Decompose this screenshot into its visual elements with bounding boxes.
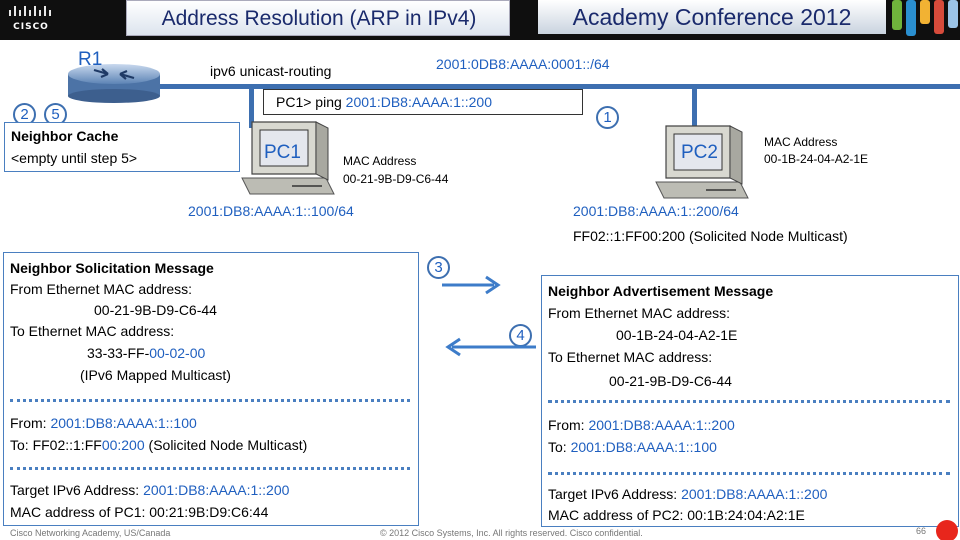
ping-target: 2001:DB8:AAAA:1::200 [345,94,492,110]
ns-title: Neighbor Solicitation Message [10,260,214,276]
ns-mac-of-pc1: MAC address of PC1: 00:21:9B:D9:C6:44 [10,504,269,520]
ns-from-ip-label: From: [10,415,51,431]
pc2-label: PC2 [681,142,718,163]
na-target-line: Target IPv6 Address: 2001:DB8:AAAA:1::20… [548,485,827,504]
na-title: Neighbor Advertisement Message [548,283,774,299]
pc1-ipv6: 2001:DB8:AAAA:1::100/64 [188,203,354,219]
ns-to-mac-prefix: 33-33-FF- [87,345,150,361]
footer-copyright: © 2012 Cisco Systems, Inc. All rights re… [380,528,643,538]
routing-command: ipv6 unicast-routing [210,63,332,79]
network-link [148,84,960,89]
title-box: Address Resolution (ARP in IPv4) [126,0,510,36]
ns-target-line: Target IPv6 Address: 2001:DB8:AAAA:1::20… [10,481,289,500]
pc2-mac-label: MAC Address [764,135,838,149]
ns-separator-2 [10,467,410,470]
pc1-label: PC1 [264,142,301,163]
page-title: Address Resolution (ARP in IPv4) [161,7,477,30]
ping-prompt: PC1> ping [276,94,346,110]
ns-to-mac-label: To Ethernet MAC address: [10,323,175,339]
neighbor-advertisement-panel: Neighbor Advertisement Message From Ethe… [541,275,959,527]
na-from-mac: 00-1B-24-04-A2-1E [616,327,738,343]
pc2-computer-icon [655,125,749,199]
neighbor-solicitation-panel: Neighbor Solicitation Message From Ether… [3,252,419,526]
ns-separator-1 [10,399,410,402]
network-prefix: 2001:0DB8:AAAA:0001::/64 [436,56,610,72]
ping-command-box: PC1> ping 2001:DB8:AAAA:1::200 [263,89,583,115]
na-target-label: Target IPv6 Address: [548,486,682,502]
pc2-drop-link [692,88,697,130]
na-from-ip-line: From: 2001:DB8:AAAA:1::200 [548,416,735,435]
na-to-mac-label: To Ethernet MAC address: [548,349,713,365]
na-target-ip: 2001:DB8:AAAA:1::200 [681,486,828,502]
pc1-mac: 00-21-9B-D9-C6-44 [343,172,449,186]
ns-to-mac-suffix: 00-02-00 [149,345,206,361]
ns-target-ip: 2001:DB8:AAAA:1::200 [143,482,290,498]
conference-box: Academy Conference 2012 [538,0,886,34]
neighbor-cache-panel: Neighbor Cache <empty until step 5> [4,122,240,172]
step-badge-1: 1 [596,106,619,129]
na-from-ip-label: From: [548,417,589,433]
arrow-right-icon [442,275,501,295]
pc1-mac-label: MAC Address [343,154,417,168]
na-to-ip-label: To: [548,439,571,455]
ns-to-mac-note: (IPv6 Mapped Multicast) [80,367,231,383]
ns-to-ip-line: To: FF02::1:FF00:200 (Solicited Node Mul… [10,436,307,455]
ping-command: PC1> ping 2001:DB8:AAAA:1::200 [276,94,492,110]
neighbor-cache-value: <empty until step 5> [11,150,138,166]
ns-target-label: Target IPv6 Address: [10,482,144,498]
ns-from-mac-label: From Ethernet MAC address: [10,281,193,297]
neighbor-cache-title: Neighbor Cache [11,128,119,144]
pc1-computer-icon [241,121,335,195]
na-mac-of-pc2: MAC address of PC2: 00:1B:24:04:A2:1E [548,507,805,523]
step-badge-3: 3 [427,256,450,279]
ns-from-ip-line: From: 2001:DB8:AAAA:1::100 [10,414,197,433]
pc2-mac: 00-1B-24-04-A2-1E [764,152,869,166]
ns-to-mac: 33-33-FF-00-02-00 [87,344,205,363]
pc2-solicited-node: FF02::1:FF00:200 (Solicited Node Multica… [573,228,848,244]
header-stripes-icon [892,0,958,36]
na-from-ip: 2001:DB8:AAAA:1::200 [588,417,735,433]
ns-from-ip: 2001:DB8:AAAA:1::100 [50,415,197,431]
red-dot-icon [936,520,958,540]
cisco-logo-icon [9,6,51,16]
na-separator-2 [548,472,950,475]
pc1-drop-link [249,88,254,128]
na-to-ip: 2001:DB8:AAAA:1::100 [570,439,717,455]
footer-left-text: Cisco Networking Academy, US/Canada [10,528,171,538]
step-badge-5: 5 [44,103,67,126]
na-from-mac-label: From Ethernet MAC address: [548,305,731,321]
conference-title: Academy Conference 2012 [572,4,852,30]
router-icon [68,64,160,103]
ns-to-ip-label: To: FF02::1:FF [10,437,102,453]
pc2-ipv6: 2001:DB8:AAAA:1::200/64 [573,203,739,219]
na-separator-1 [548,400,950,403]
arrow-left-icon [445,337,536,357]
router-label: R1 [78,49,103,70]
na-to-ip-line: To: 2001:DB8:AAAA:1::100 [548,438,717,457]
ns-to-ip-note: (Solicited Node Multicast) [144,437,308,453]
na-to-mac: 00-21-9B-D9-C6-44 [609,373,732,389]
page-number: 66 [916,526,927,536]
cisco-logo-text: CISCO [13,22,49,32]
ns-from-mac: 00-21-9B-D9-C6-44 [94,302,217,318]
ns-to-ip-suffix: 00:200 [101,437,145,453]
